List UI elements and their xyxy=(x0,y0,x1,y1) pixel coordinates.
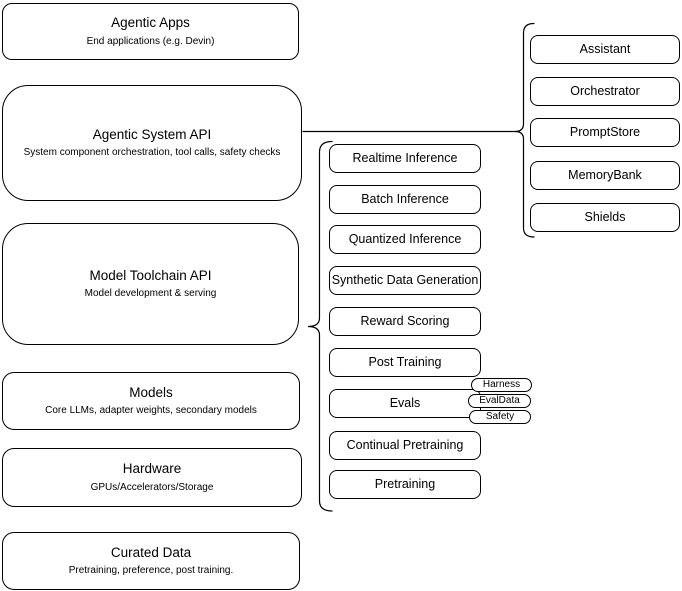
toolchain-item-post-training: Post Training xyxy=(329,348,481,377)
system-component-label: MemoryBank xyxy=(568,168,642,183)
agentic-apps-subtitle: End applications (e.g. Devin) xyxy=(86,35,215,47)
system-component-promptstore: PromptStore xyxy=(530,118,680,147)
toolchain-item-label: Post Training xyxy=(368,355,442,370)
toolchain-item-quantized-inference: Quantized Inference xyxy=(329,225,481,254)
system-component-label: Shields xyxy=(584,210,626,225)
toolchain-item-label: Reward Scoring xyxy=(360,314,450,329)
curated-data-title: Curated Data xyxy=(110,544,192,560)
models-subtitle: Core LLMs, adapter weights, secondary mo… xyxy=(45,405,257,417)
toolchain-item-label: Realtime Inference xyxy=(352,151,458,166)
system-component-label: Assistant xyxy=(579,42,631,57)
system-component-orchestrator: Orchestrator xyxy=(530,77,680,106)
agentic-system-api-title: Agentic System API xyxy=(92,126,212,142)
hardware-subtitle: GPUs/Accelerators/Storage xyxy=(90,481,214,493)
eval-tag-evaldata: EvalData xyxy=(468,394,531,408)
model-toolchain-api-title: Model Toolchain API xyxy=(89,267,212,283)
agentic-system-api-subtitle: System component orchestration, tool cal… xyxy=(23,147,281,159)
stack-box-agentic-apps: Agentic Apps End applications (e.g. Devi… xyxy=(2,3,299,60)
eval-tag-label: Harness xyxy=(482,379,521,390)
eval-tag-safety: Safety xyxy=(469,410,531,424)
curated-data-subtitle: Pretraining, preference, post training. xyxy=(68,565,234,577)
toolchain-item-evals: Evals xyxy=(329,389,481,418)
stack-box-hardware: Hardware GPUs/Accelerators/Storage xyxy=(2,448,302,507)
toolchain-item-reward-scoring: Reward Scoring xyxy=(329,307,481,336)
stack-box-model-toolchain-api: Model Toolchain API Model development & … xyxy=(2,223,299,345)
system-component-assistant: Assistant xyxy=(530,35,680,64)
hardware-title: Hardware xyxy=(122,461,182,477)
stack-box-models: Models Core LLMs, adapter weights, secon… xyxy=(2,372,300,430)
toolchain-item-pretraining: Pretraining xyxy=(329,470,481,499)
agentic-apps-title: Agentic Apps xyxy=(111,15,190,31)
toolchain-item-continual-pretraining: Continual Pretraining xyxy=(329,431,481,460)
eval-tag-harness: Harness xyxy=(471,378,532,392)
system-component-label: Orchestrator xyxy=(570,84,640,99)
toolchain-item-label: Continual Pretraining xyxy=(346,438,464,453)
toolchain-item-label: Quantized Inference xyxy=(348,232,462,247)
eval-tag-label: EvalData xyxy=(479,395,520,406)
eval-tag-label: Safety xyxy=(485,411,515,422)
toolchain-item-synthetic-data-generation: Synthetic Data Generation xyxy=(329,266,481,295)
model-toolchain-api-subtitle: Model development & serving xyxy=(84,288,217,300)
stack-box-agentic-system-api: Agentic System API System component orch… xyxy=(2,85,302,201)
system-component-label: PromptStore xyxy=(569,125,641,140)
toolchain-item-realtime-inference: Realtime Inference xyxy=(329,144,481,173)
toolchain-item-label: Batch Inference xyxy=(361,192,449,207)
system-components-bracket xyxy=(514,22,535,238)
system-component-memorybank: MemoryBank xyxy=(530,161,680,190)
models-title: Models xyxy=(129,384,173,400)
toolchain-item-label: Pretraining xyxy=(374,477,436,492)
stack-box-curated-data: Curated Data Pretraining, preference, po… xyxy=(2,532,300,590)
toolchain-item-label: Synthetic Data Generation xyxy=(331,273,479,288)
toolchain-item-batch-inference: Batch Inference xyxy=(329,185,481,214)
toolchain-bracket xyxy=(307,140,333,512)
system-component-shields: Shields xyxy=(530,203,680,232)
toolchain-item-label: Evals xyxy=(389,396,421,411)
